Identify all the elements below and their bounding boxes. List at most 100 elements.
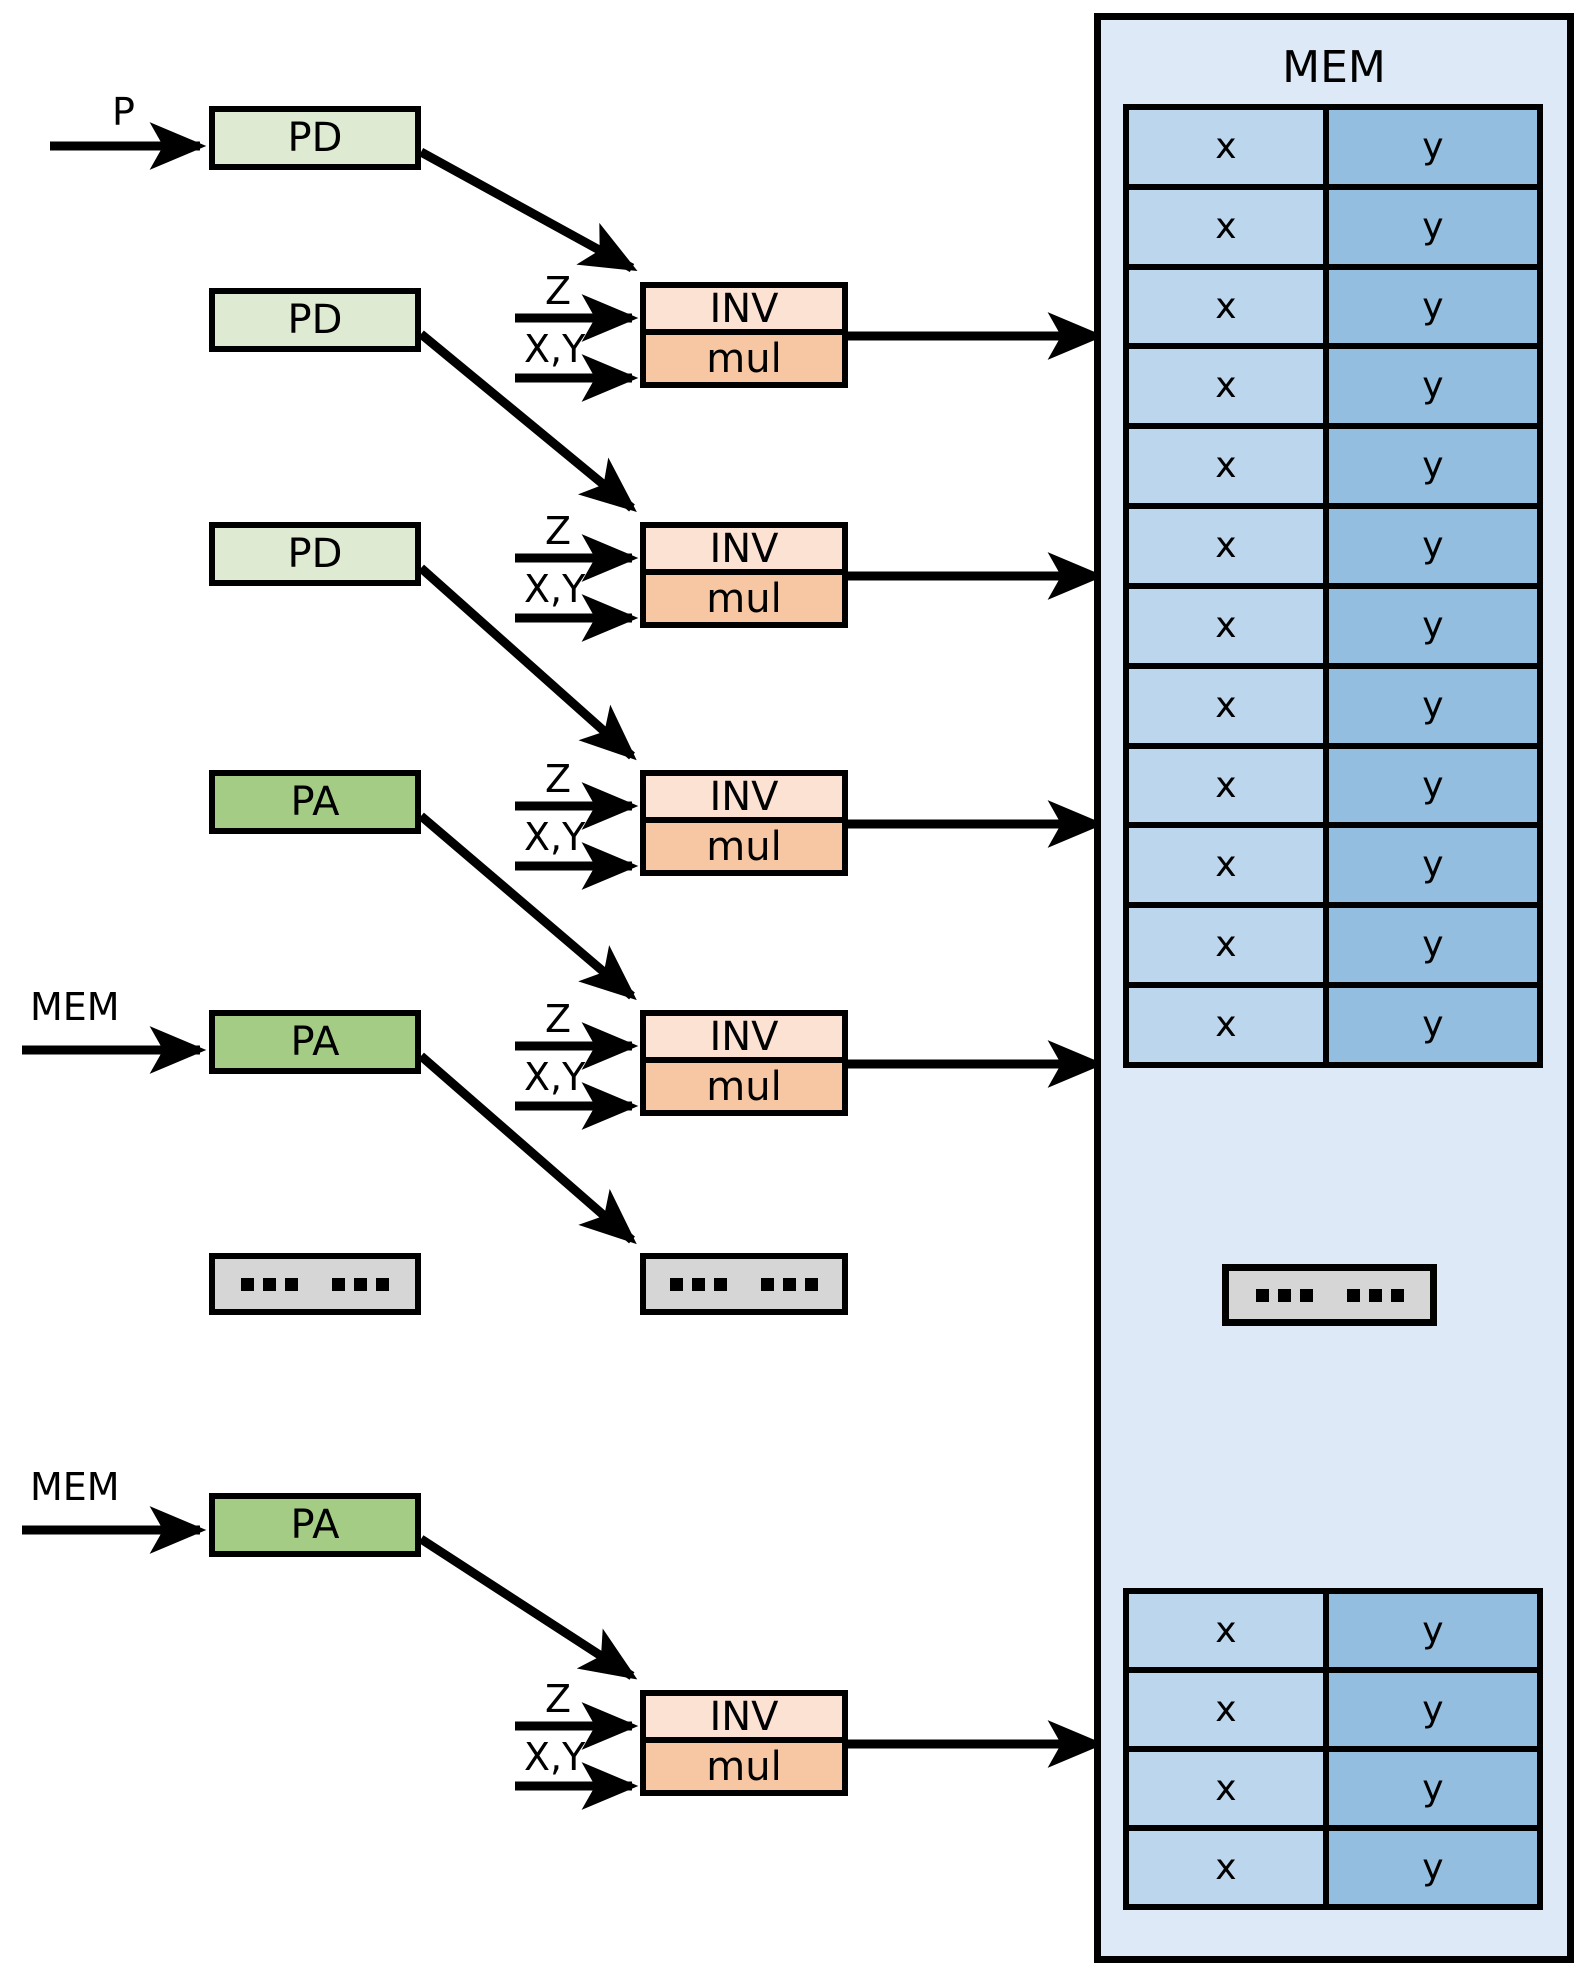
- mem-cell-y: y: [1328, 908, 1537, 983]
- label-input-p: P: [112, 90, 135, 134]
- mem-cell-x: x: [1129, 429, 1329, 504]
- mem-cell-y: y: [1328, 748, 1537, 823]
- block-label: PD: [287, 531, 343, 577]
- xy-input-label: X,Y: [524, 1055, 586, 1099]
- ellipsis-dots-icon: [670, 1259, 818, 1309]
- edge-pa-3-to-unit-5: [418, 1535, 638, 1680]
- mem-cell-y: y: [1328, 988, 1537, 1062]
- inv-block[interactable]: INV: [646, 1696, 842, 1743]
- mem-cell-x: x: [1129, 189, 1329, 264]
- inv-block[interactable]: INV: [646, 776, 842, 823]
- inv-block[interactable]: INV: [646, 288, 842, 335]
- z-input-label: Z: [545, 1677, 572, 1721]
- mem-mem-dots: [1222, 1264, 1437, 1326]
- ellipsis-dots-icon: [1255, 1271, 1404, 1319]
- mem-cell-x: x: [1129, 110, 1329, 184]
- block-label: PA: [290, 1502, 340, 1548]
- mem-cell-x: x: [1129, 349, 1329, 424]
- block-label: PA: [290, 779, 340, 825]
- mem-cell-x: x: [1129, 588, 1329, 663]
- mul-block[interactable]: mul: [646, 575, 842, 622]
- xy-input-label: X,Y: [524, 567, 586, 611]
- mem-cell-y: y: [1328, 1831, 1537, 1904]
- mem-cell-y: y: [1328, 509, 1537, 583]
- mem-cell-y: y: [1328, 269, 1537, 344]
- mul-block[interactable]: mul: [646, 823, 842, 870]
- mem-cell-y: y: [1328, 668, 1537, 743]
- mem-cell-x: x: [1129, 988, 1329, 1062]
- mem-cell-y: y: [1328, 1594, 1537, 1667]
- mem-cell-x: x: [1129, 908, 1329, 983]
- mem-cell-x: x: [1129, 1752, 1329, 1825]
- mem-cell-x: x: [1129, 748, 1329, 823]
- xy-input-label: X,Y: [524, 815, 586, 859]
- mem-cell-x: x: [1129, 1831, 1329, 1904]
- mem-cell-y: y: [1328, 1752, 1537, 1825]
- block-dots-m[interactable]: [640, 1253, 848, 1315]
- z-input-label: Z: [545, 757, 572, 801]
- block-label: PD: [287, 297, 343, 343]
- mem-cell-y: y: [1328, 189, 1537, 264]
- edge-pd-2-to-unit-2: [418, 330, 637, 513]
- z-input-label: Z: [545, 997, 572, 1041]
- inv-block[interactable]: INV: [646, 1016, 842, 1063]
- block-pa-1[interactable]: PA: [209, 770, 421, 834]
- mem-cell-x: x: [1129, 668, 1329, 743]
- block-label: PD: [287, 115, 343, 161]
- block-pd-3[interactable]: PD: [209, 522, 421, 586]
- mem-cell-y: y: [1328, 828, 1537, 903]
- z-input-label: Z: [545, 509, 572, 553]
- mul-block[interactable]: mul: [646, 1743, 842, 1790]
- mem-cell-x: x: [1129, 828, 1329, 903]
- mul-block[interactable]: mul: [646, 335, 842, 382]
- mem-cell-y: y: [1328, 110, 1537, 184]
- block-pa-2[interactable]: PA: [209, 1010, 421, 1074]
- edge-pa-2-to-dots-m: [418, 1052, 637, 1245]
- ellipsis-dots-icon: [241, 1259, 389, 1309]
- mem-title: MEM: [1282, 42, 1386, 93]
- mem-cell-x: x: [1129, 1673, 1329, 1746]
- xy-input-label: X,Y: [524, 1735, 586, 1779]
- mem-cell-y: y: [1328, 588, 1537, 663]
- block-pd-2[interactable]: PD: [209, 288, 421, 352]
- block-pa-3[interactable]: PA: [209, 1493, 421, 1557]
- label-input-mem-1: MEM: [30, 985, 120, 1029]
- inv-block[interactable]: INV: [646, 528, 842, 575]
- block-dots-l[interactable]: [209, 1253, 421, 1315]
- block-pd-1[interactable]: PD: [209, 106, 421, 170]
- mem-cell-x: x: [1129, 269, 1329, 344]
- edge-pd-3-to-unit-3: [418, 564, 637, 761]
- z-input-label: Z: [545, 269, 572, 313]
- label-input-mem-2: MEM: [30, 1465, 120, 1509]
- mem-cell-y: y: [1328, 349, 1537, 424]
- edge-pa-1-to-unit-4: [418, 812, 637, 1001]
- mul-block[interactable]: mul: [646, 1063, 842, 1110]
- mem-cell-x: x: [1129, 1594, 1329, 1667]
- xy-input-label: X,Y: [524, 327, 586, 371]
